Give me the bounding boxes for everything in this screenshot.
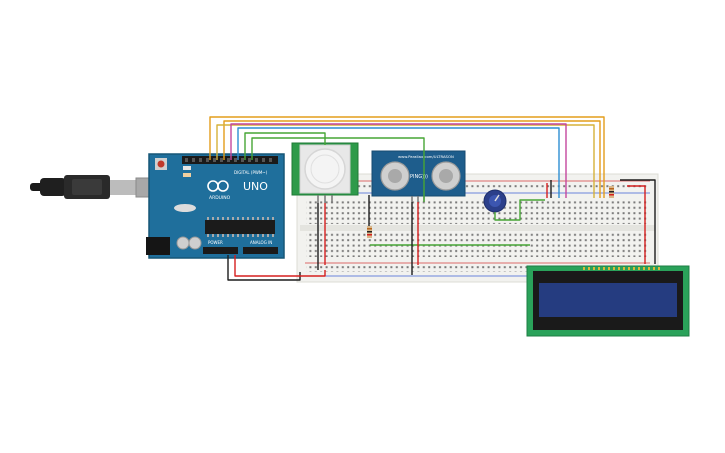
wire-red-board [234, 255, 326, 277]
power-header [203, 247, 238, 254]
lcd-resistor [609, 186, 614, 198]
atmega-chip [205, 220, 275, 234]
usb-cable-icon [30, 175, 165, 199]
ultrasonic-sensor[interactable]: www.Parallax.com/ULTRASON PING))) [371, 150, 466, 202]
resistor-icon [367, 226, 372, 238]
arduino-brand: ARDUINO [209, 195, 231, 201]
reset-button[interactable] [157, 160, 165, 168]
wire-black-lcd [620, 179, 656, 264]
wire-green-us [251, 137, 425, 202]
wire-magenta [230, 123, 567, 198]
digital-label: DIGITAL (PWM~) [234, 170, 268, 175]
ultrasonic-title: www.Parallax.com/ULTRASON [398, 154, 454, 159]
wire-orange-2 [223, 120, 601, 198]
arduino-logo-icon [207, 180, 229, 192]
power-label: POWER [208, 240, 223, 245]
wire-red-lcd [627, 185, 646, 264]
analog-label: ANALOG IN [250, 240, 272, 245]
lcd-display[interactable] [526, 265, 690, 337]
uno-label: UNO [243, 180, 268, 193]
power-jack[interactable] [146, 237, 170, 255]
wire-yellow [216, 124, 595, 198]
arduino-uno-board[interactable]: DIGITAL (PWM~) UNO ARDUINO POWER ANALOG … [146, 153, 285, 259]
pir-sensor[interactable] [291, 142, 359, 203]
wires [209, 116, 656, 281]
wire-green-pot [494, 199, 545, 221]
analog-header [243, 247, 278, 254]
wire-blue [237, 127, 560, 198]
wire-orange [209, 116, 605, 198]
potentiometer-icon[interactable] [483, 189, 507, 213]
lcd-screen [539, 283, 677, 317]
ultrasonic-brand: PING))) [410, 174, 428, 180]
wire-green-pir [244, 132, 326, 160]
